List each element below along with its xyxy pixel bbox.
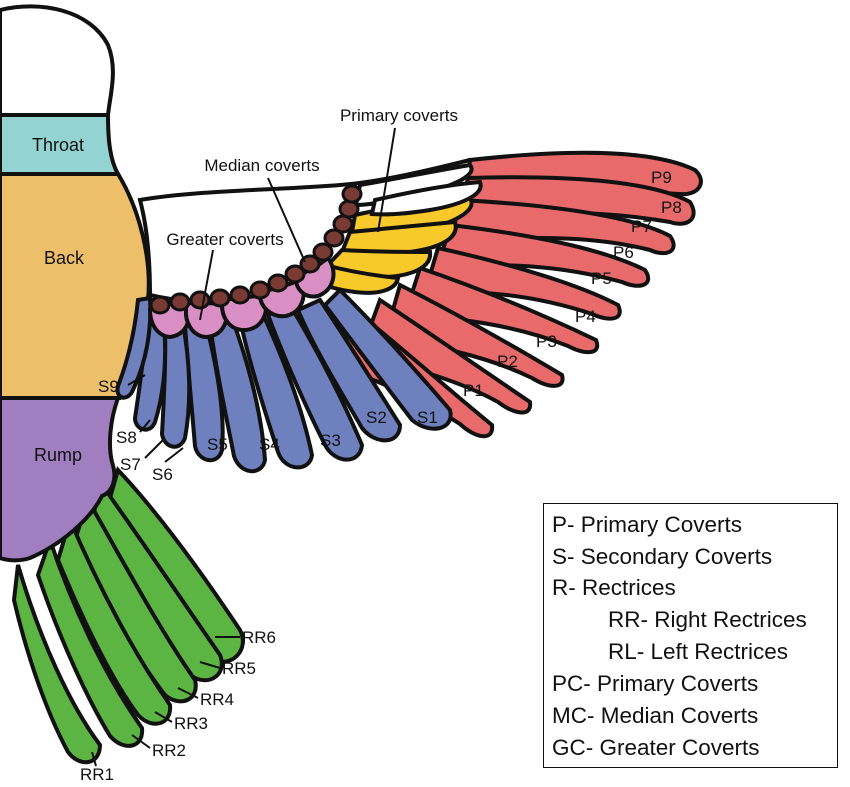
legend-box: P- Primary Coverts S- Secondary Coverts …: [543, 503, 838, 768]
median-coverts-callout: Median coverts: [204, 156, 319, 175]
label-p4: P4: [575, 307, 596, 326]
label-p2: P2: [497, 352, 518, 371]
rump-label: Rump: [34, 445, 82, 465]
legend-line-greater-coverts: GC- Greater Coverts: [552, 735, 760, 760]
rectrix-rr3: [55, 514, 173, 726]
median-covert-4: [209, 288, 231, 308]
label-rr4: RR4: [200, 690, 234, 709]
leader-s8: [139, 419, 151, 433]
leader-s6: [164, 447, 184, 463]
label-s9: S9: [98, 377, 119, 396]
primary-labels: P9 P8 P7 P6 P5 P4 P3 P2 P1: [463, 168, 682, 400]
rectrix-rr2: [35, 533, 145, 748]
label-s8: S8: [116, 428, 137, 447]
median-covert-3: [189, 290, 211, 310]
label-s1: S1: [417, 408, 438, 427]
label-p9: P9: [651, 168, 672, 187]
legend-line-primary-coverts: PC- Primary Coverts: [552, 671, 759, 696]
label-s3: S3: [320, 431, 341, 450]
median-covert-14: [341, 184, 363, 204]
leader-primary-coverts: [377, 127, 396, 233]
median-covert-10: [312, 242, 334, 262]
label-p7: P7: [631, 217, 652, 236]
median-covert-6: [249, 280, 271, 300]
leader-median-coverts: [267, 177, 306, 263]
legend-line-right-rectrices: RR- Right Rectrices: [608, 607, 807, 632]
leader-rr4: [177, 687, 199, 699]
legend-line-left-rectrices: RL- Left Rectrices: [608, 639, 789, 664]
primaries-group: [332, 150, 703, 439]
label-p6: P6: [613, 243, 634, 262]
median-covert-2: [169, 292, 191, 312]
median-coverts-group: [149, 184, 363, 315]
leader-greater-coverts: [199, 249, 214, 321]
label-p8: P8: [661, 198, 682, 217]
primary-coverts-callout: Primary coverts: [340, 106, 458, 125]
tail-rectrices: [11, 466, 245, 765]
throat-label: Throat: [32, 135, 84, 155]
label-rr3: RR3: [174, 714, 208, 733]
legend-line-median-coverts: MC- Median Coverts: [552, 703, 759, 728]
leader-s7: [144, 439, 164, 459]
rump-region: [0, 396, 121, 563]
median-covert-11: [323, 228, 345, 248]
leader-rr5: [199, 661, 221, 669]
rectrix-labels: RR6 RR5 RR4 RR3 RR2 RR1: [80, 628, 276, 784]
secondary-s9: [115, 295, 153, 400]
median-covert-1: [149, 295, 171, 315]
legend-line-rectrices: R- Rectrices: [552, 575, 676, 600]
label-s7: S7: [120, 455, 141, 474]
label-rr1: RR1: [80, 765, 114, 784]
label-s2: S2: [366, 408, 387, 427]
label-rr6: RR6: [242, 628, 276, 647]
legend-line-primary: P- Primary Coverts: [552, 512, 743, 537]
secondary-s1: [322, 287, 453, 431]
label-rr5: RR5: [222, 659, 256, 678]
median-covert-13: [338, 199, 360, 219]
back-label: Back: [44, 248, 85, 268]
legend-line-secondary: S- Secondary Coverts: [552, 544, 773, 569]
median-covert-5: [229, 285, 251, 305]
leader-rr3: [154, 711, 173, 723]
median-covert-8: [284, 264, 306, 284]
secondaries-group: [115, 287, 453, 474]
label-p1: P1: [463, 381, 484, 400]
secondary-s4: [237, 309, 315, 470]
median-covert-7: [267, 273, 289, 293]
median-covert-9: [299, 254, 321, 274]
greater-coverts-callout: Greater coverts: [166, 230, 283, 249]
label-p3: P3: [536, 332, 557, 351]
label-s4: S4: [259, 435, 280, 454]
label-s6: S6: [152, 465, 173, 484]
alula-feather-2: [369, 179, 483, 217]
callout-leaders: [91, 127, 396, 767]
label-s5: S5: [207, 435, 228, 454]
label-p5: P5: [591, 269, 612, 288]
secondary-s3: [265, 302, 365, 462]
label-rr2: RR2: [152, 741, 186, 760]
leader-rr2: [131, 734, 151, 749]
rectrix-rr1: [11, 564, 103, 765]
head-region: [0, 4, 115, 117]
secondary-labels: S1 S2 S3 S4 S5 S6 S7 S8 S9: [98, 377, 438, 484]
leader-s9: [127, 374, 146, 386]
leader-rr1: [91, 751, 97, 767]
